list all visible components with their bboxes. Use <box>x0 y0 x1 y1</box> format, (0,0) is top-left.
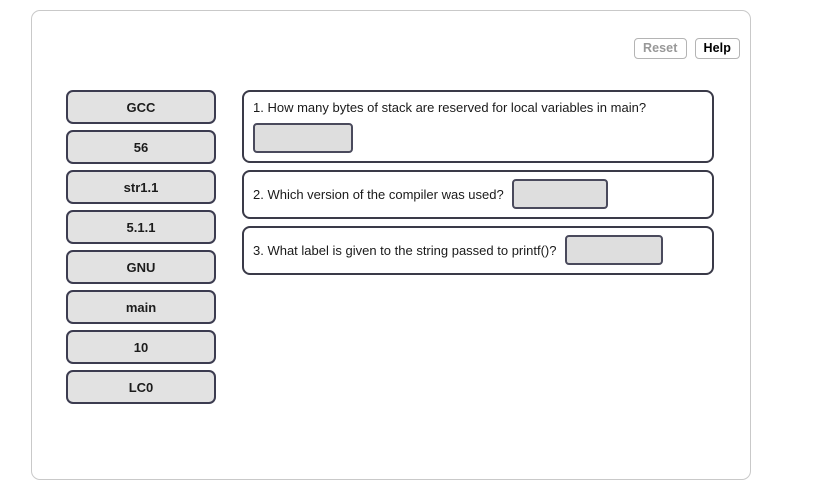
drag-tile-lc0[interactable]: LC0 <box>66 370 216 404</box>
draggable-tile-tray: GCC 56 str1.1 5.1.1 GNU main 10 LC0 <box>66 90 216 410</box>
question-3-text: 3. What label is given to the string pas… <box>253 242 557 258</box>
help-button[interactable]: Help <box>694 38 740 59</box>
drag-tile-gcc[interactable]: GCC <box>66 90 216 124</box>
drag-tile-10[interactable]: 10 <box>66 330 216 364</box>
drag-tile-gnu[interactable]: GNU <box>66 250 216 284</box>
toolbar: Reset Help <box>633 38 740 59</box>
question-1-text: 1. How many bytes of stack are reserved … <box>253 100 647 115</box>
answer-slot-3[interactable] <box>564 235 663 265</box>
drag-tile-5-1-1[interactable]: 5.1.1 <box>66 210 216 244</box>
drag-tile-main[interactable]: main <box>66 290 216 324</box>
question-2-text: 2. Which version of the compiler was use… <box>253 186 504 202</box>
reset-button[interactable]: Reset <box>633 38 687 59</box>
answer-slot-2[interactable] <box>511 179 608 209</box>
answer-slot-1[interactable] <box>253 123 353 153</box>
drag-tile-str1-1[interactable]: str1.1 <box>66 170 216 204</box>
question-card-2: 2. Which version of the compiler was use… <box>242 170 714 219</box>
drag-tile-56[interactable]: 56 <box>66 130 216 164</box>
question-card-3: 3. What label is given to the string pas… <box>242 226 714 275</box>
quiz-panel: Reset Help GCC 56 str1.1 5.1.1 GNU main … <box>31 10 751 480</box>
question-card-1: 1. How many bytes of stack are reserved … <box>242 90 714 163</box>
question-list: 1. How many bytes of stack are reserved … <box>242 90 714 282</box>
